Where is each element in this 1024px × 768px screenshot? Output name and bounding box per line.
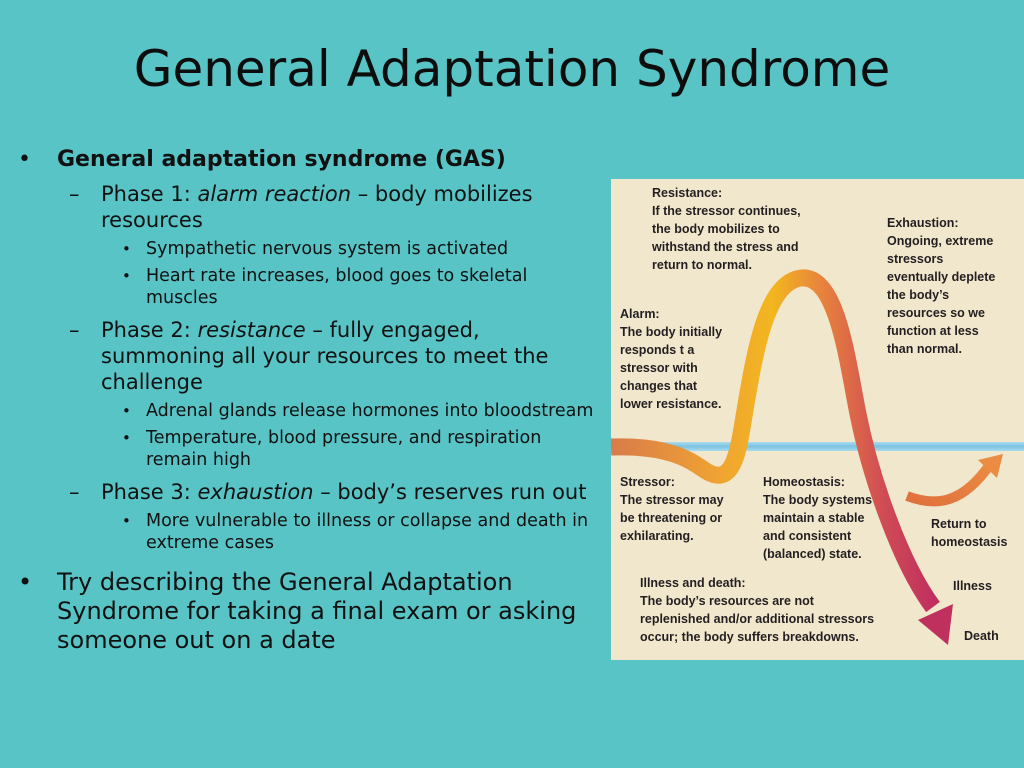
- phase-1-item: – Phase 1: alarm reaction – body mobiliz…: [57, 181, 601, 309]
- phase-1-sub-2: • Heart rate increases, blood goes to sk…: [101, 265, 601, 309]
- phase-1-rest: – body mobilizes resources: [101, 182, 533, 232]
- bullet-marker: •: [122, 267, 131, 285]
- resistance-label: Resistance: If the stressor continues, t…: [652, 186, 801, 272]
- phase-2-sub-2-text: Temperature, blood pressure, and respira…: [146, 428, 542, 470]
- bullet-closing: • Try describing the General Adaptation …: [16, 568, 601, 655]
- phase-1-sub-2-text: Heart rate increases, blood goes to skel…: [146, 266, 528, 308]
- alarm-label: Alarm: The body initially responds t a s…: [620, 307, 723, 411]
- death-label: Death: [964, 629, 999, 643]
- stressor-label: Stressor: The stressor may be threatenin…: [620, 475, 724, 543]
- phase-2-item: – Phase 2: resistance – fully engaged, s…: [57, 317, 601, 471]
- bullet-gas-text: General adaptation syndrome (GAS): [57, 147, 506, 172]
- gas-diagram: Resistance: If the stressor continues, t…: [611, 179, 1024, 660]
- illness-death-label: Illness and death: The body’s resources …: [640, 576, 875, 644]
- bullet-marker: •: [18, 147, 31, 172]
- gas-curve-arrow-head: [918, 604, 953, 645]
- phase-2-prefix: Phase 2:: [101, 318, 198, 342]
- phase-2-sub-1: • Adrenal glands release hormones into b…: [101, 400, 601, 422]
- exhaustion-label: Exhaustion: Ongoing, extreme stressors e…: [887, 216, 996, 356]
- bullet-list: • General adaptation syndrome (GAS) – Ph…: [16, 146, 601, 655]
- phase-2-term: resistance: [197, 318, 306, 342]
- phase-2-sub-2: • Temperature, blood pressure, and respi…: [101, 427, 601, 471]
- phase-3-prefix: Phase 3:: [101, 480, 198, 504]
- illness-label: Illness: [953, 579, 992, 593]
- phase-2-rest: – fully engaged, summoning all your reso…: [101, 318, 549, 394]
- phase-3-item: – Phase 3: exhaustion – body’s reserves …: [57, 479, 601, 554]
- homeostasis-baseline: [611, 442, 1024, 451]
- return-label: Return to homeostasis: [931, 517, 1008, 549]
- phase-3-term: exhaustion: [197, 480, 314, 504]
- phase-1-prefix: Phase 1:: [101, 182, 198, 206]
- phase-3-sub-1: • More vulnerable to illness or collapse…: [101, 510, 601, 554]
- bullet-marker: •: [18, 568, 33, 596]
- phase-1-term: alarm reaction: [197, 182, 352, 206]
- bullet-marker: •: [122, 512, 131, 530]
- bullet-marker: •: [122, 429, 131, 447]
- dash-marker: –: [69, 318, 80, 342]
- dash-marker: –: [69, 182, 80, 206]
- phase-3-sub-1-text: More vulnerable to illness or collapse a…: [146, 511, 589, 553]
- return-arrow-head: [978, 454, 1003, 478]
- bullet-closing-text: Try describing the General Adaptation Sy…: [57, 568, 577, 654]
- gas-curve-shaft: [611, 269, 940, 613]
- phase-1-sub-1: • Sympathetic nervous system is activate…: [101, 238, 601, 260]
- slide-title: General Adaptation Syndrome: [133, 40, 891, 98]
- phase-2-sub-1-text: Adrenal glands release hormones into blo…: [146, 401, 594, 421]
- homeostasis-label: Homeostasis: The body systems maintain a…: [763, 475, 873, 561]
- bullet-marker: •: [122, 240, 131, 258]
- gas-curve-graphic: [611, 269, 1024, 645]
- phase-1-sub-1-text: Sympathetic nervous system is activated: [146, 239, 509, 259]
- return-arrow-shaft: [905, 460, 996, 507]
- dash-marker: –: [69, 480, 80, 504]
- phase-3-rest: – body’s reserves run out: [313, 480, 587, 504]
- bullet-marker: •: [122, 402, 131, 420]
- bullet-gas: • General adaptation syndrome (GAS) – Ph…: [16, 146, 601, 554]
